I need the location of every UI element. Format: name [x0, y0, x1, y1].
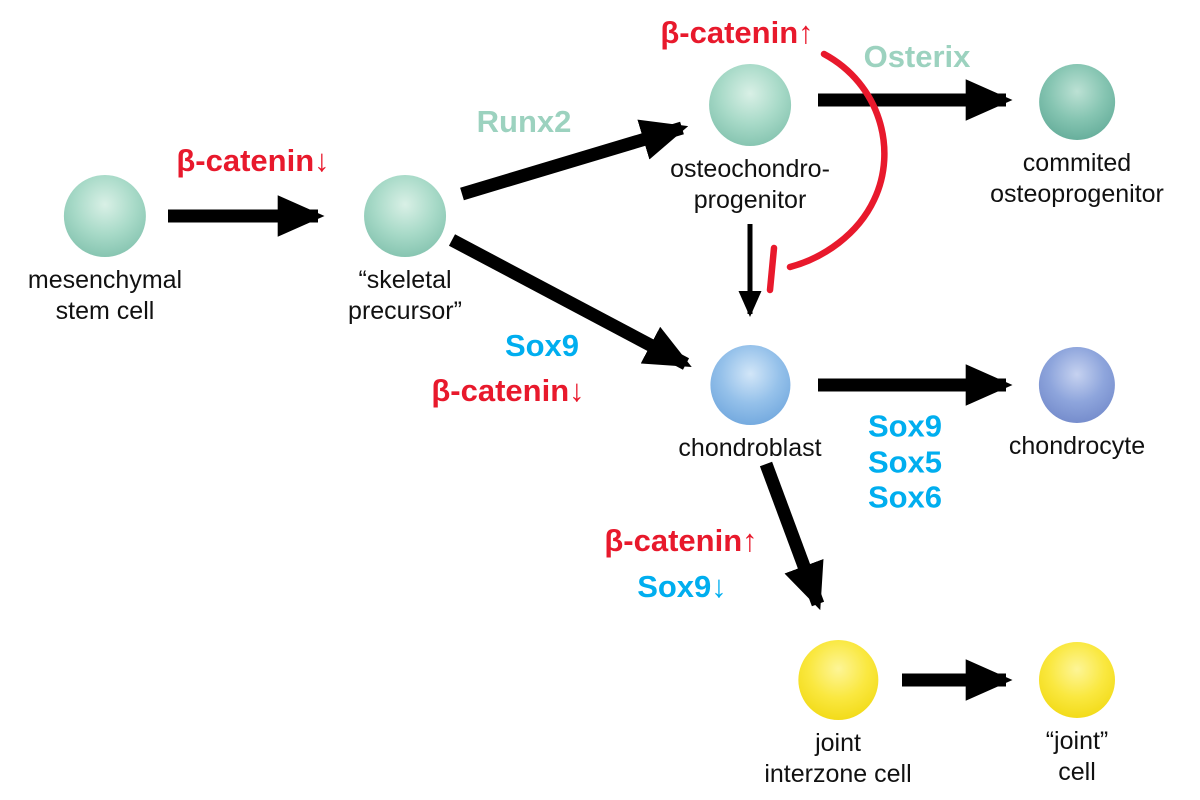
factor-beta-catenin-up-joint: β-catenin↑ — [604, 523, 758, 559]
factor-beta-catenin-up-ocp: β-catenin↑ — [660, 15, 814, 51]
arrow-chondroblast-to-joint-interzone — [759, 461, 825, 611]
mesenchymal-stem-cell-label: mesenchymal stem cell — [27, 266, 183, 325]
commited-osteoprogenitor-circle — [1038, 64, 1115, 140]
factor-osterix: Osterix — [863, 39, 971, 75]
skeletal-precursor-circle — [363, 175, 446, 257]
chondrocyte-circle — [1038, 347, 1115, 423]
inhibition-arc — [786, 50, 888, 271]
factor-sox9-sox5-sox6: Sox9 Sox5 Sox6 — [867, 408, 943, 515]
joint-interzone-cell-circle — [798, 640, 878, 720]
joint-interzone-cell-label: joint interzone cell — [764, 729, 912, 788]
joint-cell-label: “joint” cell — [1045, 727, 1109, 786]
arrow-precursor-to-chondroblast — [448, 234, 692, 370]
node-skeletal-precursor: “skeletal precursor” — [348, 175, 462, 326]
inhibition-bar — [766, 244, 778, 294]
osteochondro-progenitor-circle — [708, 64, 791, 146]
factor-runx2: Runx2 — [476, 104, 572, 140]
factor-beta-catenin-down-msc: β-catenin↓ — [176, 143, 330, 179]
mesenchymal-stem-cell-circle — [63, 175, 146, 257]
commited-osteoprogenitor-label: commited osteoprogenitor — [990, 149, 1164, 208]
node-osteochondro-progenitor: osteochondro- progenitor — [670, 64, 830, 215]
factor-beta-catenin-down-chondro: β-catenin↓ — [431, 373, 585, 409]
joint-cell-circle — [1039, 642, 1115, 718]
skeletal-precursor-label: “skeletal precursor” — [348, 266, 462, 325]
osteochondro-progenitor-label: osteochondro- progenitor — [670, 155, 830, 214]
factor-sox9-down-joint: Sox9↓ — [637, 569, 727, 605]
node-commited-osteoprogenitor: commited osteoprogenitor — [990, 64, 1164, 209]
chondroblast-label: chondroblast — [678, 434, 822, 462]
node-joint-cell: “joint” cell — [1039, 642, 1115, 787]
factor-sox9-chondro: Sox9 — [504, 328, 580, 364]
arrow-precursor-to-osteochondroprogenitor — [460, 119, 689, 201]
chondrocyte-label: chondrocyte — [1008, 432, 1146, 460]
node-joint-interzone-cell: joint interzone cell — [764, 640, 912, 789]
node-chondroblast: chondroblast — [678, 345, 822, 464]
node-mesenchymal-stem-cell: mesenchymal stem cell — [28, 175, 182, 326]
node-chondrocyte: chondrocyte — [1009, 347, 1145, 462]
chondroblast-circle — [710, 345, 790, 425]
